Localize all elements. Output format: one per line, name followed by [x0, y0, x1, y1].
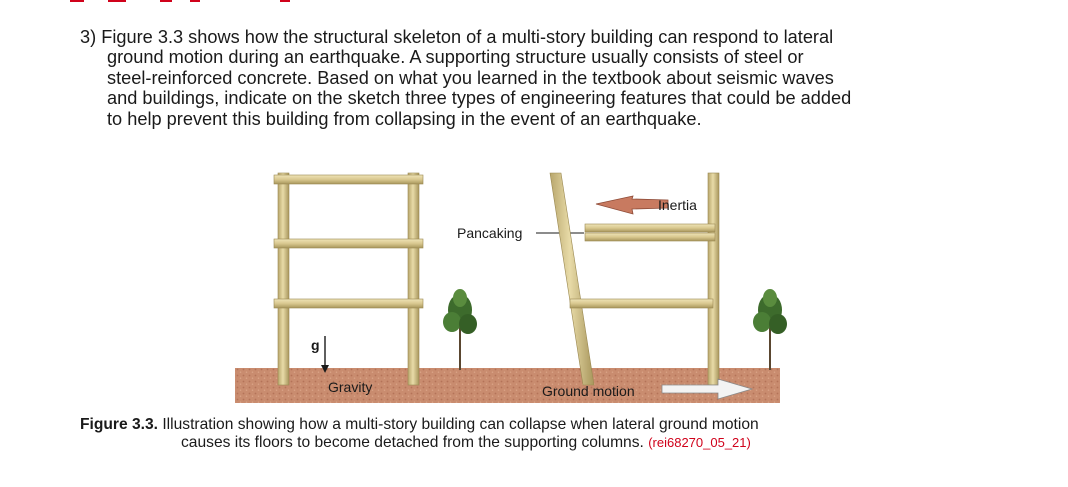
- question-number: 3): [80, 27, 97, 47]
- question-line-3: steel-reinforced concrete. Based on what…: [107, 67, 834, 88]
- left-floor-roof: [273, 174, 424, 185]
- question-line-2: ground motion during an earthquake. A su…: [107, 47, 804, 68]
- question-text: 3) Figure 3.3 shows how the structural s…: [80, 27, 980, 129]
- collapsing-floor-top: [584, 223, 716, 233]
- collapsing-column-right: [707, 172, 720, 386]
- building-collapse-illustration: g Gravity Pancaking Inertia: [235, 172, 787, 403]
- collapsing-building: [549, 172, 720, 386]
- collapsing-floor-low: [569, 298, 714, 309]
- ground-motion-arrow-icon: [661, 378, 754, 400]
- intact-building: [273, 172, 424, 386]
- left-tree-icon: [443, 289, 477, 370]
- figure-3-3: g Gravity Pancaking Inertia: [230, 170, 800, 405]
- caption-line-1: Figure 3.3. Illustration showing how a m…: [80, 416, 759, 433]
- question-line-4: and buildings, indicate on the sketch th…: [107, 88, 852, 109]
- gravity-symbol: g: [311, 337, 320, 353]
- gravity-indicator: g Gravity: [311, 336, 372, 395]
- inertia-arrow-icon: [595, 195, 669, 215]
- gravity-arrowhead: [321, 365, 329, 373]
- question-line-1: 3) Figure 3.3 shows how the structural s…: [80, 27, 834, 47]
- caption-line-2: causes its floors to become detached fro…: [181, 434, 751, 451]
- collapsing-floor-mid: [584, 232, 716, 242]
- left-floor-2: [273, 238, 424, 249]
- question-line-5: to help prevent this building from colla…: [107, 108, 702, 129]
- figure-caption: Figure 3.3. Illustration showing how a m…: [80, 416, 1000, 452]
- gravity-label: Gravity: [328, 379, 372, 395]
- collapsing-column-left: [549, 172, 595, 386]
- caption-reference: (rei68270_05_21): [648, 435, 751, 450]
- right-tree-icon: [753, 289, 787, 370]
- inertia-label: Inertia: [658, 197, 697, 213]
- ground-motion-label: Ground motion: [542, 383, 635, 399]
- top-red-marks: [70, 0, 290, 2]
- left-floor-1: [273, 298, 424, 309]
- left-column-left: [277, 172, 290, 386]
- pancaking-label: Pancaking: [457, 225, 522, 241]
- caption-label: Figure 3.3.: [80, 416, 158, 433]
- left-column-right: [407, 172, 420, 386]
